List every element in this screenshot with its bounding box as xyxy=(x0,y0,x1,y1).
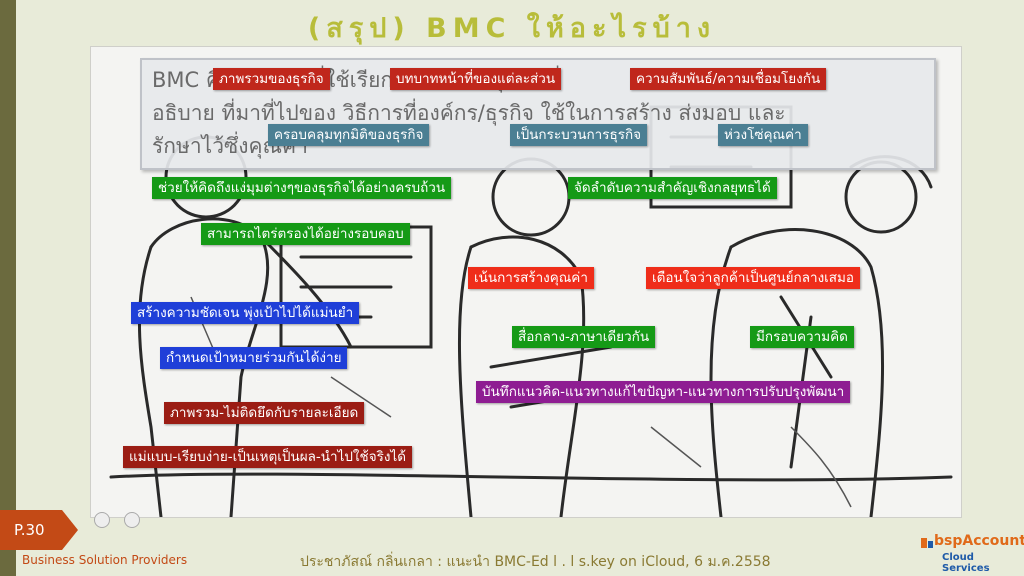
definition-line-2: อธิบาย ที่มาที่ไปของ วิธีการที่องค์กร/ธุ… xyxy=(152,101,786,125)
logo-subtext: Cloud Services xyxy=(942,552,990,574)
tag-all-dimensions: ครอบคลุมทุกมิติของธุรกิจ xyxy=(268,124,430,146)
tag-roles-each-part: บทบาทหน้าที่ของแต่ละส่วน xyxy=(390,68,562,90)
page-badge-arrow xyxy=(62,510,78,550)
tag-value-chain: ห่วงโซ่คุณค่า xyxy=(718,124,808,146)
tag-careful-reflection: สามารถไตร่ตรองได้อย่างรอบคอบ xyxy=(201,223,410,245)
tag-value-creation: เน้นการสร้างคุณค่า xyxy=(468,267,594,289)
tag-common-language: สื่อกลาง-ภาษาเดียวกัน xyxy=(512,326,656,348)
slide-title: (สรุป) BMC ให้อะไรบ้าง xyxy=(307,13,717,44)
tag-shared-goals: กำหนดเป้าหมายร่วมกันได้ง่าย xyxy=(160,347,348,369)
tag-think-all-aspects: ช่วยให้คิดถึงแง่มุมต่างๆของธุรกิจได้อย่า… xyxy=(152,177,452,199)
tag-business-process: เป็นกระบวนการธุรกิจ xyxy=(510,124,648,146)
tag-business-overview: ภาพรวมของธุรกิจ xyxy=(213,68,330,90)
footer-credit: ประชาภัสณ์ กลิ่นเกลา : แนะนำ BMC-Ed l . … xyxy=(300,554,771,570)
slide-menu-icon[interactable] xyxy=(124,512,140,528)
tag-framework: มีกรอบความคิด xyxy=(750,326,854,348)
company-logo: bspAccount Cloud Services xyxy=(920,532,1024,574)
tag-customer-centric: เตือนใจว่าลูกค้าเป็นศูนย์กลางเสมอ xyxy=(646,267,861,289)
tag-big-picture: ภาพรวม-ไม่ติดยึดกับรายละเอียด xyxy=(164,402,365,424)
footer-company: Business Solution Providers xyxy=(22,553,188,567)
tag-record-ideas: บันทึกแนวคิด-แนวทางแก้ไขปัญหา-แนวทางการป… xyxy=(476,381,851,403)
slide-control-icon[interactable] xyxy=(94,512,110,528)
page-number-badge: P.30 xyxy=(0,510,62,550)
tag-clarity-precision: สร้างความชัดเจน พุ่งเป้าไปได้แม่นยำ xyxy=(131,302,360,324)
logo-mark-icon xyxy=(921,538,933,548)
left-accent-bar xyxy=(0,0,16,576)
tag-strategic-priority: จัดลำดับความสำคัญเชิงกลยุทธได้ xyxy=(568,177,777,199)
tag-relationships: ความสัมพันธ์/ความเชื่อมโยงกัน xyxy=(630,68,827,90)
tag-simple-template: แม่แบบ-เรียบง่าย-เป็นเหตุเป็นผล-นำไปใช้จ… xyxy=(123,446,413,468)
logo-text: bspAccount xyxy=(934,533,1024,549)
